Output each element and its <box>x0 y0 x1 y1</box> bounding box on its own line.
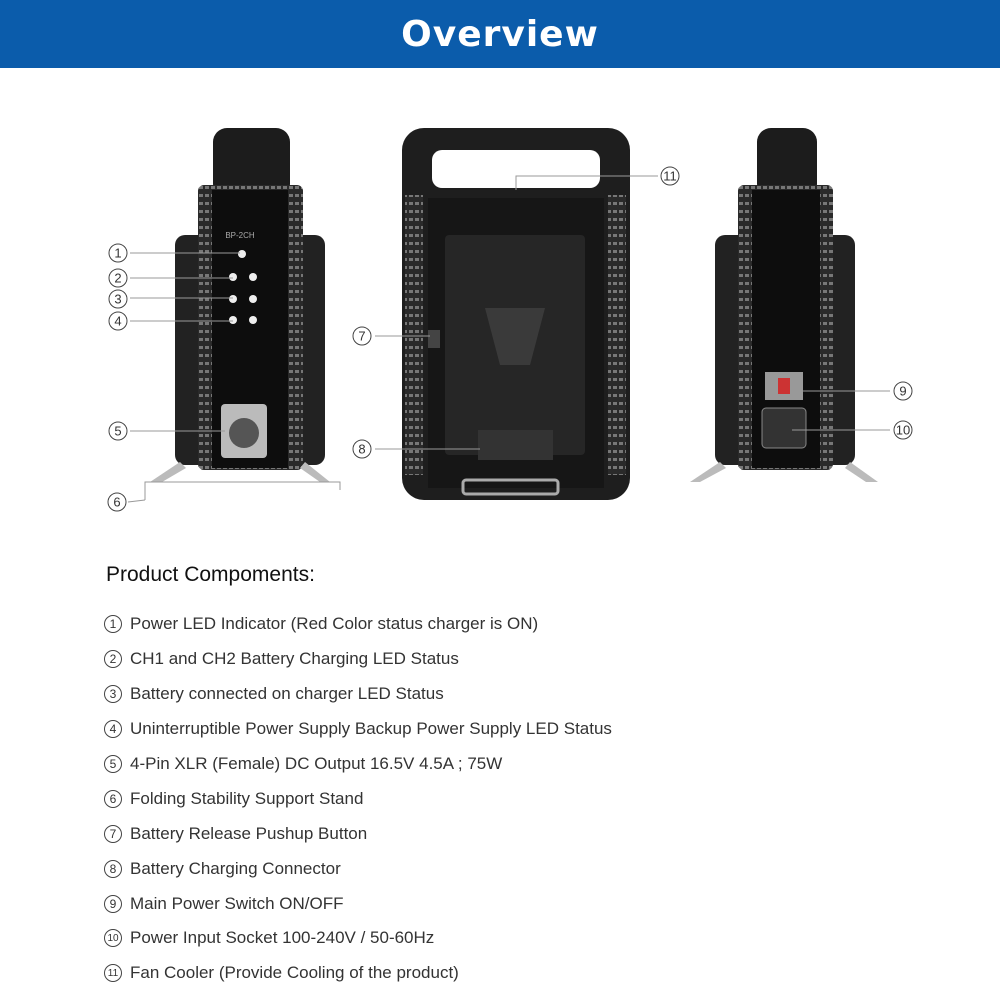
list-item: 2 CH1 and CH2 Battery Charging LED Status <box>104 642 612 677</box>
item-text: Power Input Socket 100-240V / 50-60Hz <box>130 928 435 948</box>
item-text: 4-Pin XLR (Female) DC Output 16.5V 4.5A … <box>130 754 503 773</box>
item-text: Power LED Indicator (Red Color status ch… <box>130 614 539 634</box>
item-text: CH1 and CH2 Battery Charging LED Status <box>130 649 459 669</box>
power-socket <box>761 407 807 449</box>
list-item: 4 Uninterruptible Power Supply Backup Pow… <box>104 712 612 747</box>
item-text: Battery Charging Connector <box>130 858 341 878</box>
callout-9: 9 <box>899 384 906 399</box>
callout-8: 8 <box>358 442 365 457</box>
device-left-side-view: BP-2CH <box>127 128 341 503</box>
item-number: 11 <box>104 964 122 983</box>
item-text: Fan Cooler (Provide Cooling of the produ… <box>130 963 459 983</box>
callout-10: 10 <box>896 423 910 438</box>
components-list: 1 Power LED Indicator (Red Color status c… <box>104 607 612 991</box>
item-number: 7 <box>104 824 122 843</box>
callout-11: 11 <box>663 169 677 184</box>
item-number: 2 <box>104 650 122 669</box>
header-banner: Overview <box>0 0 1000 68</box>
item-number: 5 <box>104 755 122 773</box>
item-text: Battery connected on charger LED Status <box>130 684 444 704</box>
led-indicators <box>229 250 257 324</box>
page-title: Overview <box>401 13 599 55</box>
item-text: Battery Release Pushup Button <box>130 823 368 843</box>
callout-6: 6 <box>113 495 120 510</box>
list-item: 8 Battery Charging Connector <box>104 851 612 886</box>
components-heading: Product Compoments: <box>106 563 315 586</box>
item-number: 6 <box>104 789 122 808</box>
callout-2: 2 <box>114 271 121 286</box>
callout-7: 7 <box>358 329 365 344</box>
callout-1: 1 <box>114 246 121 261</box>
item-number: 9 <box>104 894 122 913</box>
list-item: 10 Power Input Socket 100-240V / 50-60Hz <box>104 921 612 956</box>
handle-opening <box>432 150 600 188</box>
device-front-view <box>375 128 658 500</box>
charging-connector <box>478 430 553 460</box>
model-label: BP-2CH <box>225 231 255 240</box>
list-item: 1 Power LED Indicator (Red Color status c… <box>104 607 612 642</box>
callout-5: 5 <box>114 424 121 439</box>
item-text: Folding Stability Support Stand <box>130 788 364 808</box>
product-diagram: BP-2CH <box>107 128 913 512</box>
device-right-side-view <box>690 128 890 482</box>
list-item: 3 Battery connected on charger LED Status <box>104 677 612 712</box>
list-item: 7 Battery Release Pushup Button <box>104 816 612 851</box>
item-text: Main Power Switch ON/OFF <box>130 893 344 913</box>
callout-4: 4 <box>114 314 121 329</box>
item-number: 3 <box>104 685 122 704</box>
item-number: 8 <box>104 859 122 878</box>
list-item: 9 Main Power Switch ON/OFF <box>104 886 612 921</box>
list-item: 11 Fan Cooler (Provide Cooling of the pro… <box>104 956 612 991</box>
list-item: 5 4-Pin XLR (Female) DC Output 16.5V 4.5A… <box>104 747 612 782</box>
callout-3: 3 <box>114 292 121 307</box>
release-button <box>428 330 440 348</box>
item-number: 10 <box>104 929 122 948</box>
item-text: Uninterruptible Power Supply Backup Powe… <box>130 719 612 739</box>
item-number: 4 <box>104 720 122 739</box>
list-item: 6 Folding Stability Support Stand <box>104 781 612 816</box>
item-number: 1 <box>104 615 122 634</box>
